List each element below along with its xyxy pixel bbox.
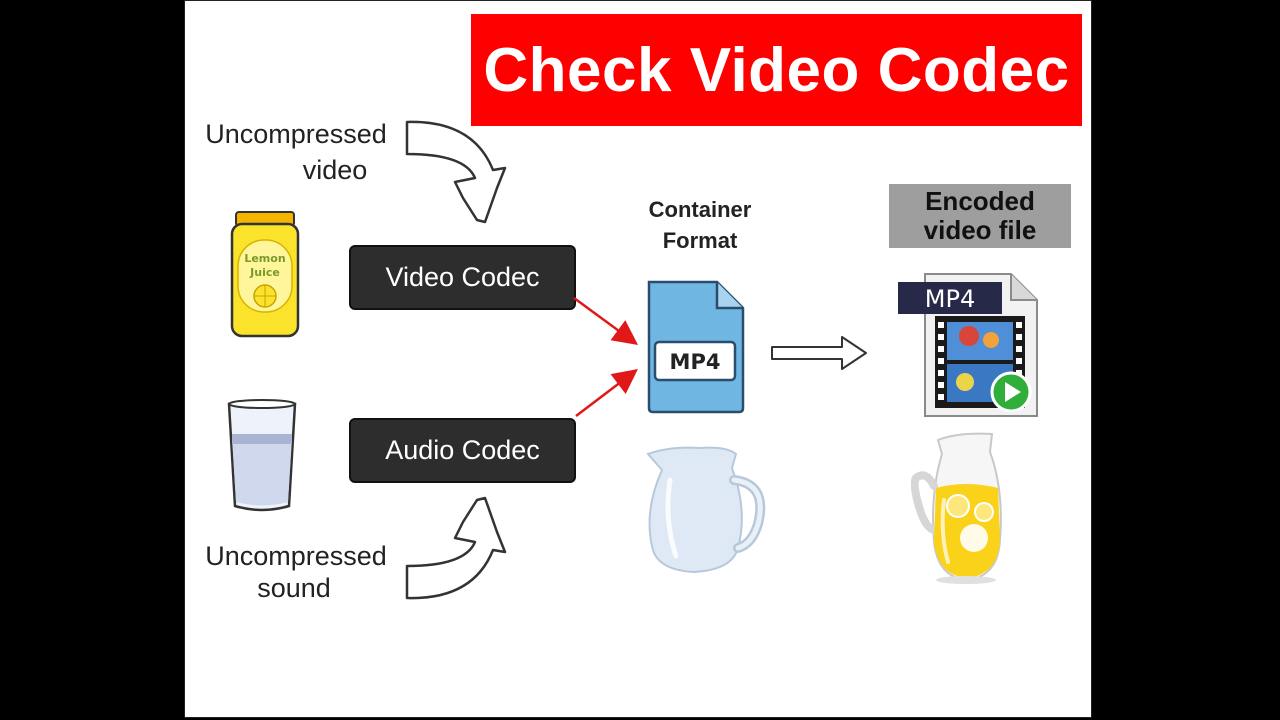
curved-arrow-up-icon xyxy=(405,496,507,600)
audio-codec-box: Audio Codec xyxy=(349,418,576,483)
curved-arrow-down-icon xyxy=(405,120,507,224)
lemon-juice-jar-icon: Lemon Juice xyxy=(230,211,300,338)
encoded-video-file-label: Encoded video file xyxy=(889,184,1071,248)
hollow-arrow-right-icon xyxy=(771,336,867,370)
container-format-label: Container Format xyxy=(630,194,770,256)
container-file-label: MP4 xyxy=(670,350,721,374)
mp4-video-file-icon: MP4 xyxy=(898,273,1038,417)
jar-label-line1: Lemon xyxy=(244,252,285,265)
uncompressed-video-label: Uncompressed video xyxy=(196,116,396,188)
video-to-container-arrow xyxy=(573,296,639,345)
output-file-label: MP4 xyxy=(925,285,975,313)
video-codec-box: Video Codec xyxy=(349,245,576,310)
banner-title: Check Video Codec xyxy=(471,14,1082,126)
audio-to-container-arrow xyxy=(575,368,638,417)
mp4-file-icon: MP4 xyxy=(647,280,745,414)
water-glass-icon xyxy=(227,399,297,512)
encoded-line2: video file xyxy=(923,215,1037,245)
empty-pitcher-icon xyxy=(646,446,766,574)
container-format-line1: Container xyxy=(648,197,752,222)
uncompressed-video-line2: video xyxy=(302,155,368,185)
container-format-line2: Format xyxy=(662,228,738,253)
uncompressed-sound-line1: Uncompressed xyxy=(205,541,387,571)
uncompressed-video-line1: Uncompressed xyxy=(205,119,387,149)
encoded-line1: Encoded xyxy=(925,186,1035,216)
jar-label-line2: Juice xyxy=(249,266,280,279)
red-arrows xyxy=(573,296,639,417)
uncompressed-sound-label: Uncompressed sound xyxy=(196,540,396,604)
lemonade-pitcher-icon xyxy=(910,432,1002,584)
uncompressed-sound-line2: sound xyxy=(257,573,331,603)
